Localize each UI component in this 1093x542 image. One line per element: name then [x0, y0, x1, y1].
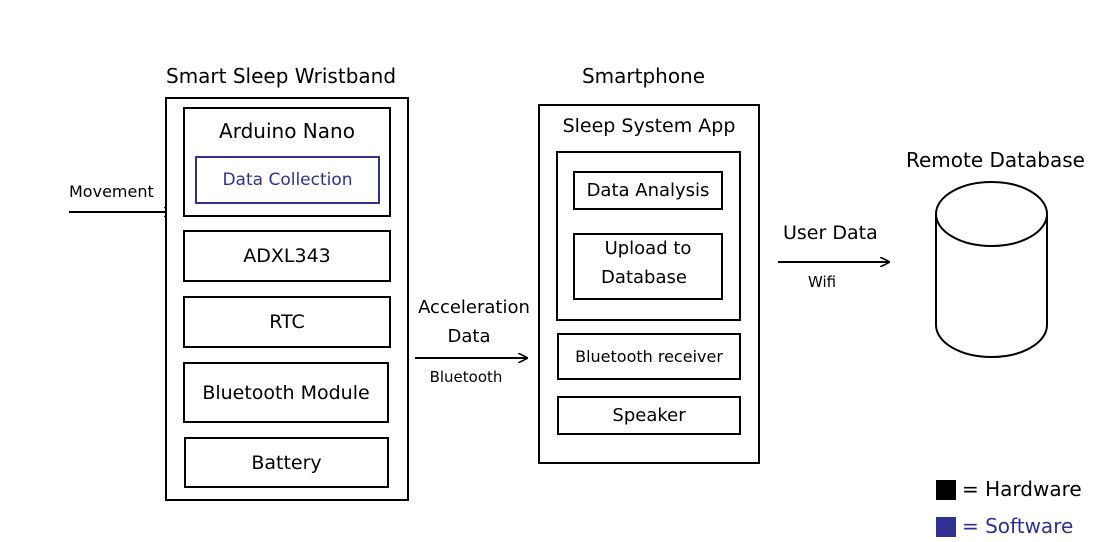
- sleep-system-app-title: Sleep System App: [562, 115, 736, 137]
- bluetooth-medium-label: Bluetooth: [429, 368, 503, 386]
- upload-label-line2: Database: [601, 267, 687, 288]
- acceleration-data-label-line2: Data: [447, 326, 491, 347]
- data-collection-block: Data Collection: [195, 156, 380, 204]
- wristband-title: Smart Sleep Wristband: [166, 64, 397, 88]
- legend-hardware-swatch: [936, 480, 956, 500]
- legend-software-label: = Software: [962, 514, 1074, 538]
- user-data-label: User Data: [783, 222, 878, 244]
- battery-block: Battery: [184, 437, 389, 488]
- movement-label: Movement: [69, 182, 154, 201]
- upload-to-database-block: [573, 233, 723, 300]
- legend-software-swatch: [936, 517, 956, 537]
- bluetooth-receiver-block: Bluetooth receiver: [557, 333, 741, 380]
- speaker-block: Speaker: [557, 396, 741, 435]
- rtc-block: RTC: [183, 296, 391, 348]
- adxl343-block: ADXL343: [183, 230, 391, 282]
- database-cylinder-icon: [935, 181, 1048, 358]
- remote-database-title: Remote Database: [906, 148, 1085, 172]
- wifi-medium-label: Wifi: [808, 273, 837, 291]
- legend-hardware-label: = Hardware: [962, 477, 1082, 501]
- arduino-nano-label: Arduino Nano: [219, 119, 355, 143]
- smartphone-title: Smartphone: [581, 64, 706, 88]
- data-analysis-block: Data Analysis: [573, 171, 723, 210]
- acceleration-data-label-line1: Acceleration: [418, 297, 530, 318]
- bluetooth-module-block: Bluetooth Module: [183, 362, 389, 423]
- upload-label-line1: Upload to: [604, 238, 692, 259]
